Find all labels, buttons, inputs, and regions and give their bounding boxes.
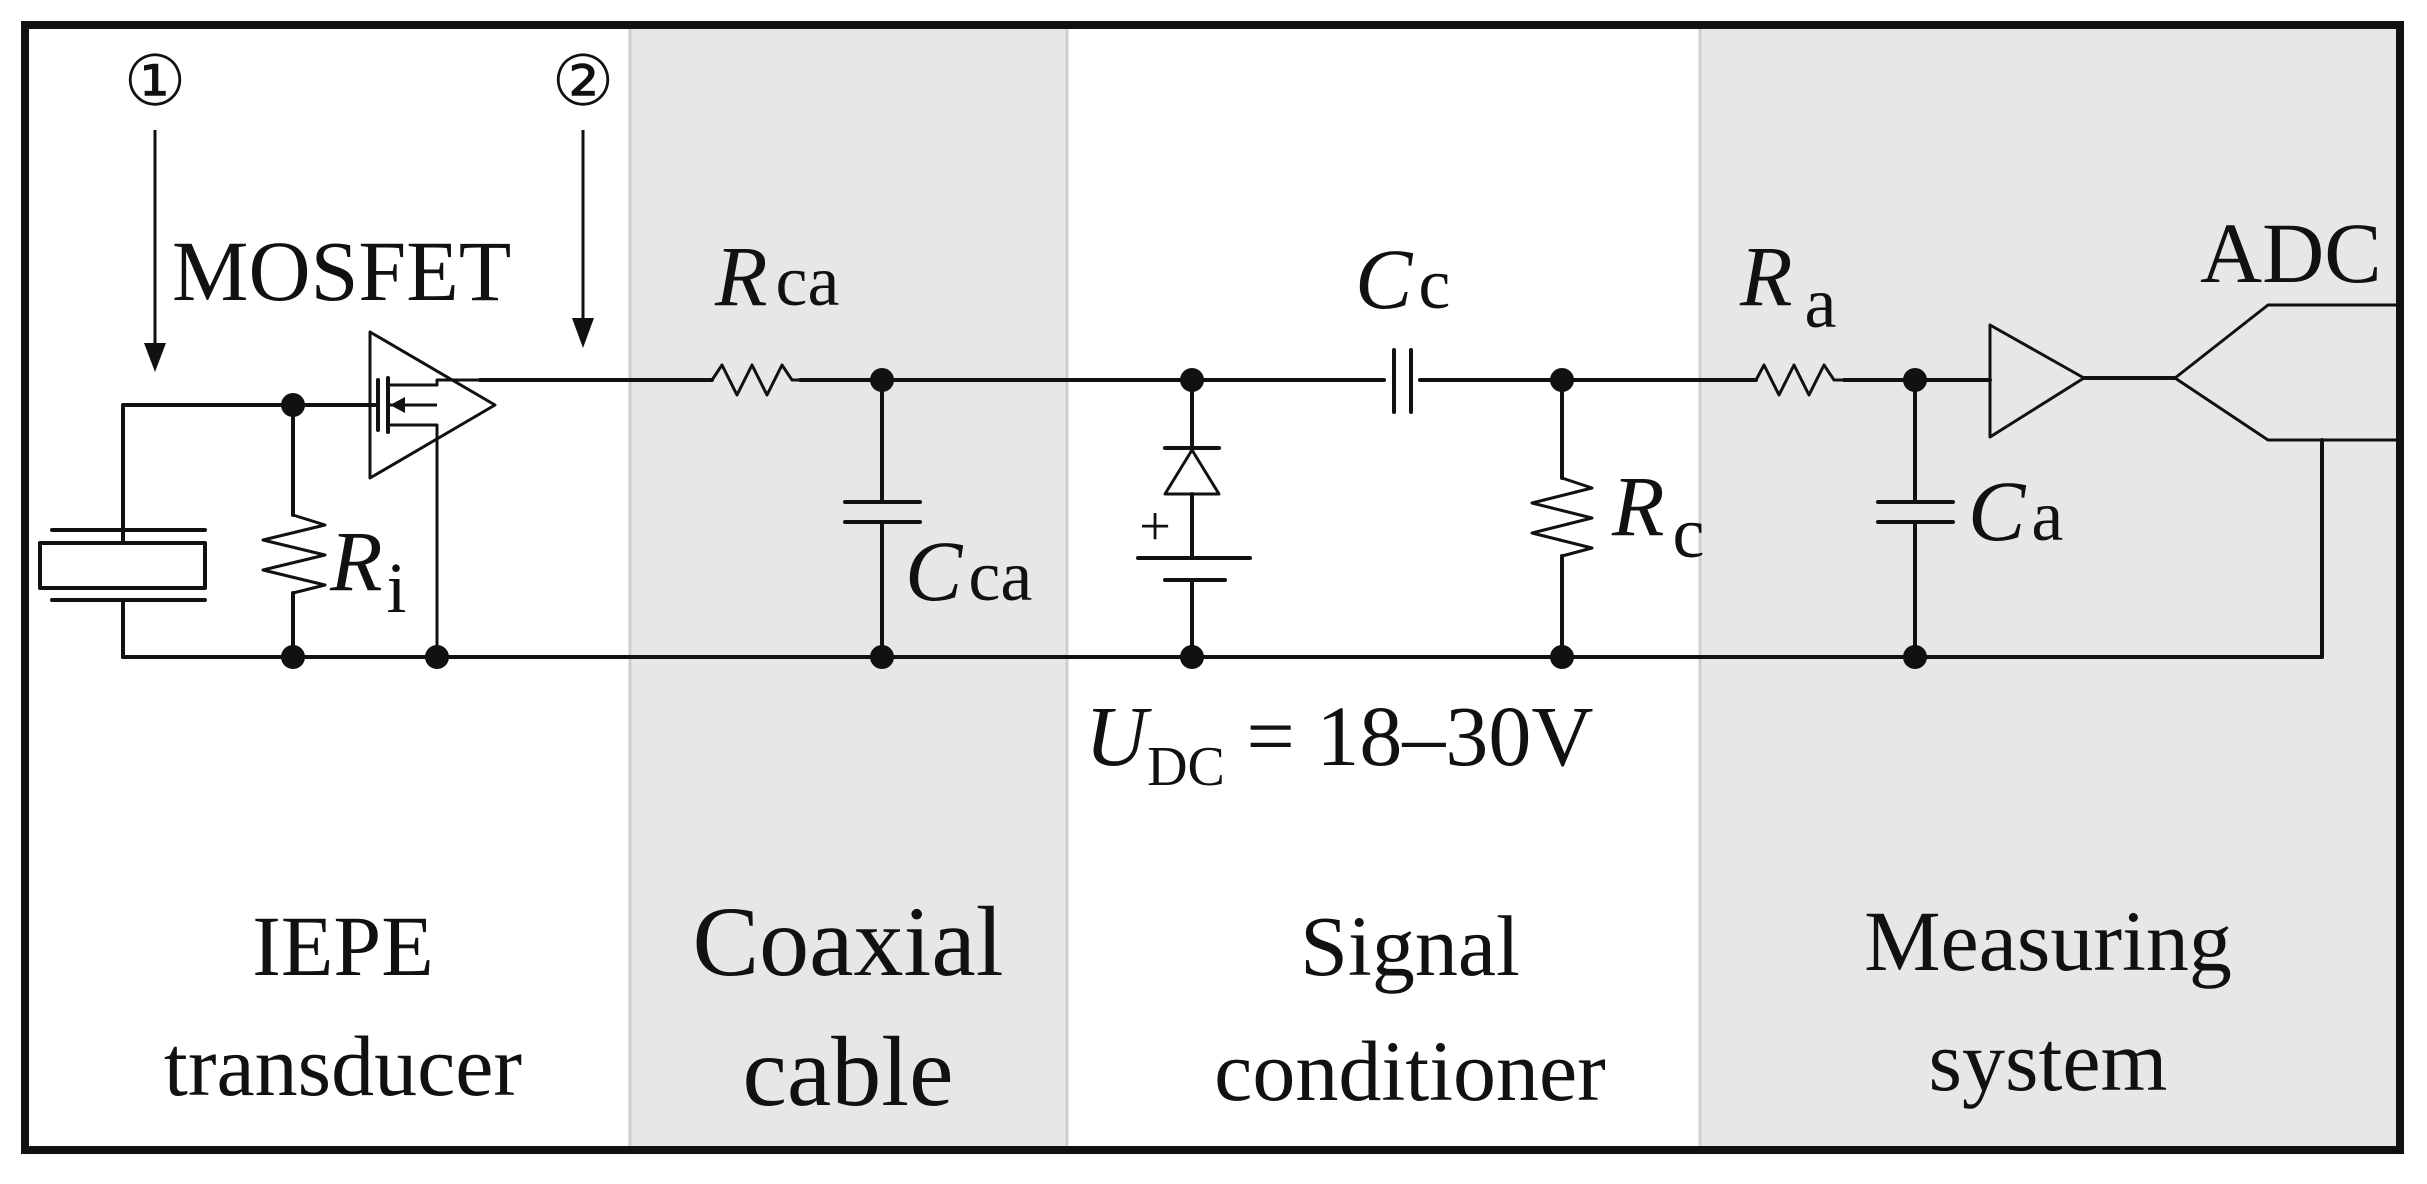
- junction-dot: [870, 368, 894, 392]
- junction-dot: [281, 645, 305, 669]
- measuring-amplifier: [1988, 323, 2086, 439]
- ri-label: Ri: [329, 513, 407, 628]
- dc-source: [1136, 556, 1252, 659]
- mosfet-amplifier: [291, 330, 497, 657]
- measurement-point-1-arrow: [144, 130, 166, 372]
- junction-dot: [1550, 645, 1574, 669]
- junction-dot: [281, 393, 305, 417]
- diagram-border: [21, 21, 2404, 1154]
- junction-dot: [1903, 368, 1927, 392]
- section-title-signal-conditioner: Signal: [1300, 898, 1520, 994]
- capacitor-cc: [1392, 348, 1413, 414]
- cc-label: Cc: [1355, 231, 1450, 327]
- measuring-system-section-bg: [1700, 25, 2400, 1150]
- piezo-element: [38, 403, 295, 659]
- section-subtitle-iepe-transducer: transducer: [164, 1018, 522, 1114]
- adc-block: [2173, 303, 2400, 442]
- junction-dot: [1903, 645, 1927, 669]
- section-title-measuring-system: Measuring: [1864, 893, 2232, 989]
- capacitor-cca: [843, 378, 922, 659]
- junction-dot: [870, 645, 894, 669]
- udc-label: UDC = 18–30V: [1085, 688, 1594, 798]
- section-title-iepe-transducer: IEPE: [252, 898, 434, 994]
- ca-label: Ca: [1968, 463, 2063, 559]
- measurement-point-2-arrow: [572, 130, 594, 348]
- resistor-rca: [710, 363, 800, 397]
- dc-source-plus: +: [1139, 496, 1171, 558]
- section-subtitle-measuring-system: system: [1929, 1013, 2168, 1109]
- mosfet-label: MOSFET: [172, 223, 511, 319]
- marker-2: ②: [552, 44, 615, 121]
- junction-dot: [1550, 368, 1574, 392]
- resistor-ra: [1754, 363, 1844, 397]
- resistor-rc: [1530, 378, 1594, 659]
- coaxial-cable-section-bg: [630, 25, 1067, 1150]
- section-title-coaxial-cable: Coaxial: [692, 886, 1003, 997]
- resistor-ri: [261, 403, 327, 659]
- junction-dot: [1180, 368, 1204, 392]
- junction-dot: [425, 645, 449, 669]
- junction-dot: [1180, 645, 1204, 669]
- marker-1: ①: [124, 44, 187, 121]
- section-subtitle-signal-conditioner: conditioner: [1214, 1023, 1606, 1119]
- section-subtitle-coaxial-cable: cable: [743, 1016, 954, 1127]
- cca-label: Cca: [905, 523, 1032, 619]
- capacitor-ca: [1876, 378, 1955, 659]
- adc-label: ADC: [2200, 205, 2382, 301]
- diode-current-source: [1163, 378, 1221, 560]
